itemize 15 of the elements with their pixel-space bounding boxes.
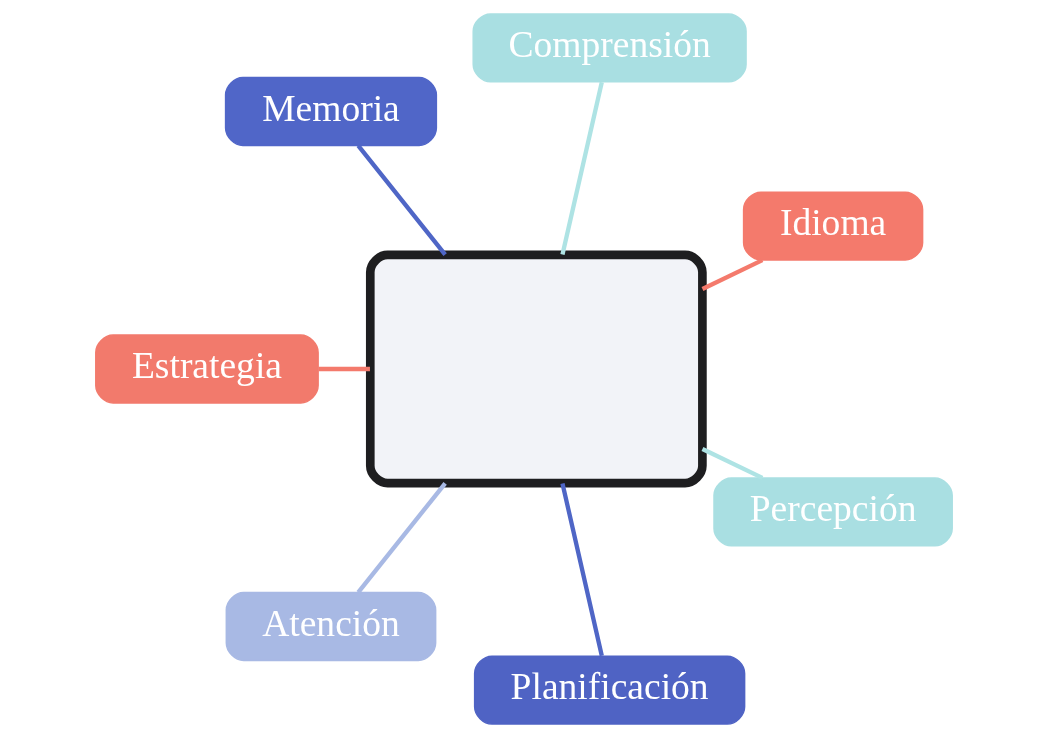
node-box: Planificación [473,655,746,725]
node-box [365,250,707,488]
node-box: Memoria [224,76,438,147]
node-box: Estrategia [95,334,319,404]
node-box: Percepción [713,477,953,547]
node-box: Comprensión [472,13,747,83]
node-box: Idioma [742,191,924,261]
connector [701,447,764,480]
connector [560,81,604,255]
node-box: Atención [225,591,437,662]
connector [318,366,370,372]
connector [356,482,447,594]
connector [701,258,764,291]
connector [560,483,604,657]
connector [356,144,447,256]
